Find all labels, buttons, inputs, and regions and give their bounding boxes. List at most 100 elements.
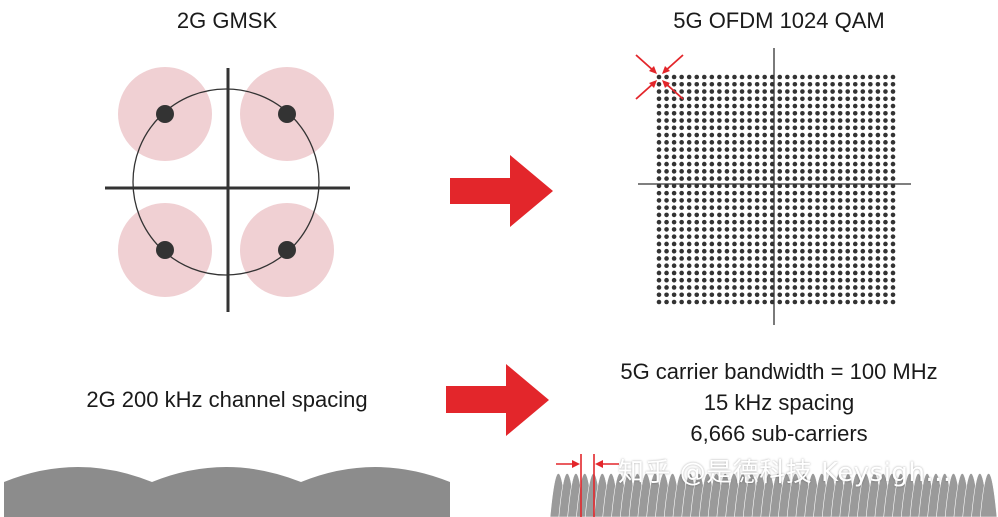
- qam-point: [732, 234, 737, 239]
- qam-point: [792, 219, 798, 225]
- qam-point: [845, 270, 851, 276]
- qam-point: [792, 161, 798, 167]
- qam-point: [656, 270, 662, 276]
- qam-point: [686, 89, 692, 94]
- qam-point: [860, 299, 866, 305]
- qam-point: [860, 241, 866, 247]
- qam-point: [777, 190, 783, 196]
- qam-point: [671, 292, 677, 298]
- qam-point: [875, 227, 881, 232]
- qam-point: [656, 190, 662, 196]
- qam-point: [724, 169, 730, 174]
- qam-point: [717, 241, 722, 247]
- qam-point: [785, 299, 790, 305]
- qam-point: [800, 110, 805, 116]
- qam-point: [732, 110, 737, 116]
- qam-point: [664, 169, 669, 174]
- qam-point: [792, 110, 798, 116]
- qam-point: [860, 176, 866, 181]
- qam-point: [732, 263, 737, 269]
- qam-point: [739, 198, 745, 203]
- qam-point: [800, 190, 805, 196]
- qam-point: [845, 132, 851, 138]
- qam-point: [815, 219, 820, 225]
- qam-point: [732, 147, 737, 152]
- qam-point: [762, 118, 767, 123]
- qam-point: [777, 183, 783, 189]
- qam-point: [686, 198, 692, 203]
- qam-point: [837, 118, 843, 123]
- qam-point: [694, 198, 700, 203]
- qam-point: [656, 198, 662, 203]
- qam-point: [686, 81, 692, 87]
- qam-point: [822, 270, 828, 276]
- qam-point: [724, 299, 730, 305]
- qam-point: [656, 299, 662, 305]
- qam-point: [762, 169, 767, 174]
- qam-point: [807, 277, 813, 283]
- qam-point: [739, 285, 745, 290]
- qam-point: [852, 219, 858, 225]
- qam-point: [739, 140, 745, 145]
- qam-point: [860, 292, 866, 298]
- qam-point: [747, 169, 752, 174]
- qam-point: [671, 256, 677, 261]
- qam-point: [656, 118, 662, 123]
- qam-point: [739, 147, 745, 152]
- qam-point: [845, 190, 851, 196]
- qam-point: [800, 89, 805, 94]
- qam-point: [860, 212, 866, 218]
- qam-point: [845, 227, 851, 232]
- qam-point: [890, 154, 896, 160]
- qam-point: [671, 212, 677, 218]
- qam-point: [769, 118, 775, 123]
- qam-point: [694, 161, 700, 167]
- qam-point: [777, 198, 783, 203]
- qam-point: [769, 103, 775, 109]
- qam-point: [868, 285, 873, 290]
- qam-point: [845, 103, 851, 109]
- qam-point: [875, 292, 881, 298]
- qam-point: [732, 227, 737, 232]
- qam-point: [671, 176, 677, 181]
- qam-point: [724, 270, 730, 276]
- qam-point: [717, 270, 722, 276]
- qam-point: [724, 81, 730, 87]
- qam-point: [769, 147, 775, 152]
- qam-point: [762, 219, 767, 225]
- qam-point: [686, 285, 692, 290]
- qam-point: [701, 103, 707, 109]
- qam-point: [875, 248, 881, 254]
- qam-point: [807, 292, 813, 298]
- qam-point: [837, 292, 843, 298]
- qam-point: [860, 270, 866, 276]
- qam-point: [694, 219, 700, 225]
- qam-point: [686, 110, 692, 116]
- qam-point: [868, 132, 873, 138]
- qam-point: [777, 263, 783, 269]
- qam-point: [830, 292, 835, 298]
- qam-point: [671, 190, 677, 196]
- qam-point: [815, 118, 820, 123]
- qam-point: [709, 212, 715, 218]
- qam-point: [890, 190, 896, 196]
- qam-point: [671, 198, 677, 203]
- qam-point: [822, 125, 828, 131]
- qam-point: [837, 270, 843, 276]
- qam-point: [815, 205, 820, 210]
- qam-point: [868, 74, 873, 80]
- qam-point: [724, 125, 730, 131]
- qam-point: [860, 140, 866, 145]
- qam-point: [830, 154, 835, 160]
- qam-point: [822, 219, 828, 225]
- qam-point: [671, 74, 677, 80]
- qam-point: [747, 110, 752, 116]
- qam-point: [709, 299, 715, 305]
- qam-point: [852, 147, 858, 152]
- qam-point: [694, 118, 700, 123]
- qam-point: [777, 248, 783, 254]
- qam-point: [739, 96, 745, 102]
- qam-point: [686, 190, 692, 196]
- qam-point: [679, 227, 684, 232]
- ofdm-spectrum: [549, 473, 998, 517]
